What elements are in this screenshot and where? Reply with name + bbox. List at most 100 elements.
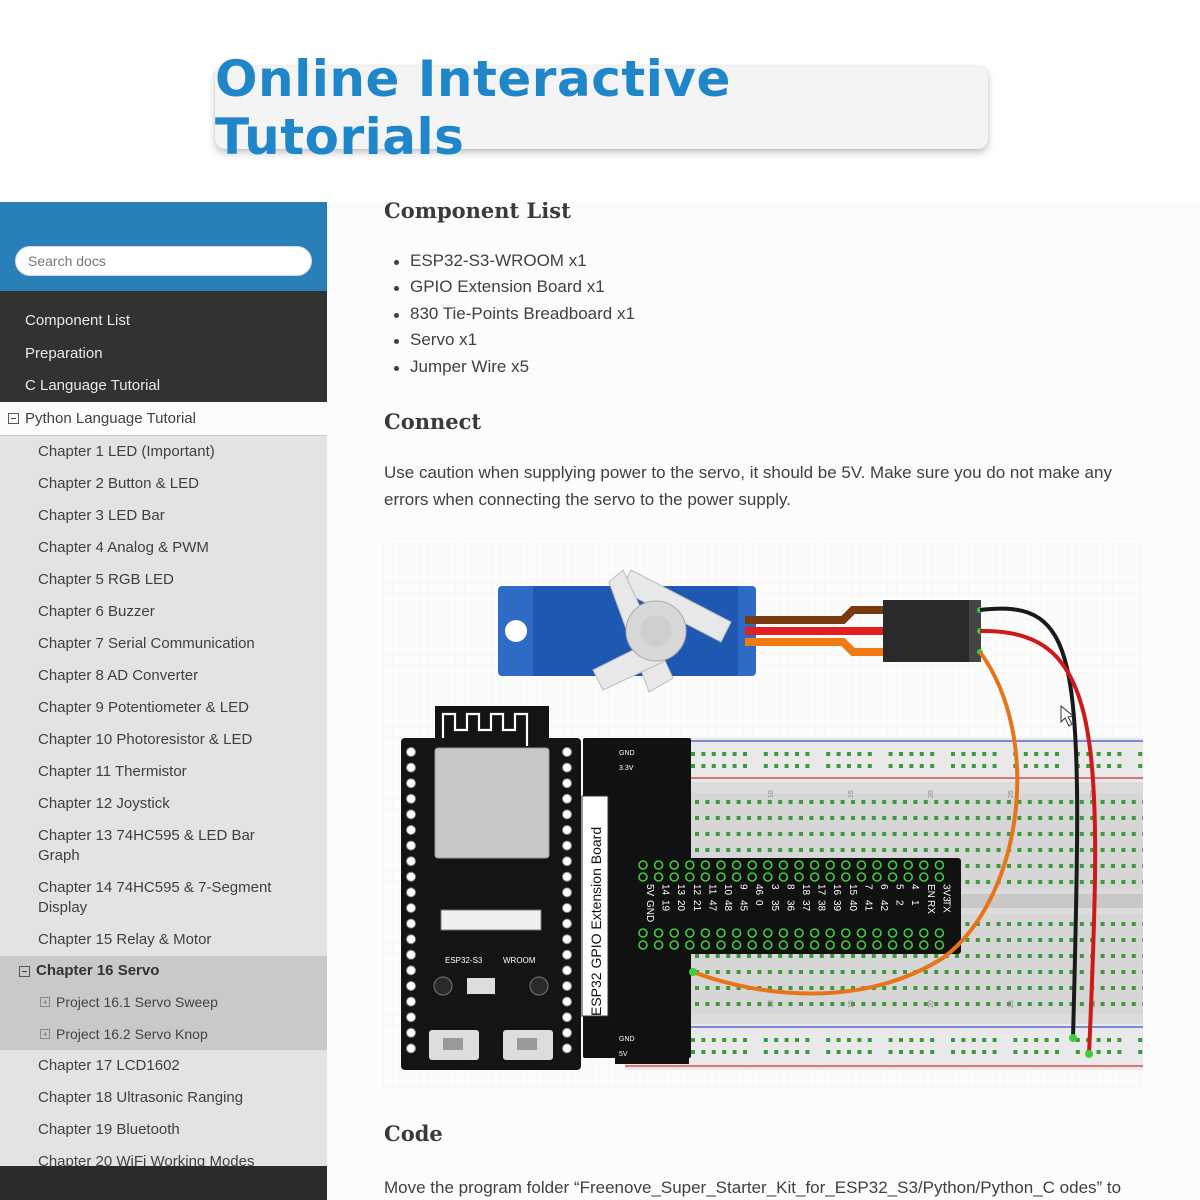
breadboard-hole	[1034, 1050, 1039, 1054]
header-pin	[903, 872, 914, 882]
breadboard-hole	[934, 832, 939, 836]
breadboard-hole	[805, 752, 810, 756]
collapse-icon[interactable]	[8, 413, 19, 424]
breadboard-hole	[1142, 848, 1143, 852]
breadboard-hole	[799, 970, 803, 974]
breadboard-hole	[1017, 800, 1022, 804]
sidebar-item-chapter[interactable]: Chapter 8 AD Converter	[38, 667, 199, 684]
sidebar-item-chapter[interactable]: Chapter 18 Ultrasonic Ranging	[38, 1089, 244, 1106]
sidebar-item-python-tutorial[interactable]: Python Language Tutorial	[0, 402, 327, 436]
collapse-icon[interactable]	[19, 965, 30, 977]
breadboard-hole	[767, 816, 772, 820]
breadboard-hole	[1048, 986, 1053, 990]
sidebar-item-chapter[interactable]: Chapter 6 Buzzer	[38, 603, 155, 620]
breadboard-hole	[965, 970, 970, 974]
breadboard-hole	[1023, 1050, 1028, 1054]
breadboard-hole	[1090, 864, 1095, 868]
sidebar-item-chapter-16[interactable]: Chapter 16 Servo	[0, 956, 327, 986]
header-pin	[794, 872, 804, 882]
breadboard-hole	[986, 970, 991, 974]
sidebar-item-chapter[interactable]: Chapter 9 Potentiometer & LED	[38, 699, 249, 716]
breadboard-hole	[1027, 880, 1032, 884]
breadboard-hole	[965, 880, 970, 884]
sidebar-item-chapter[interactable]: Chapter 13 74HC595 & LED Bar Graph	[38, 827, 255, 864]
header-pin	[684, 860, 695, 870]
sidebar-item-chapter[interactable]: Chapter 15 Relay & Motor	[38, 931, 212, 948]
breadboard-hole	[1121, 938, 1126, 942]
sidebar-item-preparation[interactable]: Preparation	[25, 344, 103, 362]
breadboard-hole	[1090, 832, 1095, 836]
breadboard-hole	[1100, 800, 1105, 804]
breadboard-hole	[892, 800, 897, 804]
breadboard-hole	[1142, 922, 1143, 926]
sidebar-item-chapter[interactable]: Chapter 4 Analog & PWM	[38, 539, 209, 556]
breadboard-hole	[1023, 1038, 1028, 1042]
sidebar-item-chapter[interactable]: Chapter 3 LED Bar	[38, 507, 165, 524]
breadboard-hole	[961, 1038, 966, 1042]
esp32-pin	[562, 1043, 572, 1054]
header-pin	[903, 940, 914, 950]
sidebar-item-chapter[interactable]: Chapter 11 Thermistor	[38, 763, 187, 780]
breadboard-hole	[809, 848, 814, 852]
breadboard-hole	[1048, 970, 1053, 974]
breadboard-hole	[930, 752, 935, 756]
sidebar-item-chapter[interactable]: Chapter 14 74HC595 & 7-Segment Display	[38, 879, 272, 916]
breadboard-hole	[1142, 954, 1143, 958]
breadboard-hole	[726, 816, 731, 820]
header-pin	[918, 928, 929, 938]
sidebar-item-chapter[interactable]: Chapter 12 Joystick	[38, 795, 170, 812]
sidebar-item-chapter[interactable]: Chapter 20 WiFi Working Modes	[38, 1153, 255, 1170]
breadboard-hole	[1017, 970, 1022, 974]
pin-label: 2	[894, 900, 905, 906]
breadboard-hole	[691, 764, 695, 768]
breadboard-hole	[965, 1002, 970, 1006]
breadboard-hole	[799, 986, 803, 990]
sidebar-item-project-16-2[interactable]: Project 16.2 Servo Knop	[0, 1018, 327, 1050]
breadboard-hole	[867, 764, 872, 768]
sidebar-item-chapter[interactable]: Chapter 7 Serial Communication	[38, 635, 255, 652]
expand-icon[interactable]	[40, 997, 50, 1007]
expand-icon[interactable]	[40, 1029, 50, 1039]
pin-label: 40	[847, 900, 858, 912]
breadboard-hole	[919, 764, 924, 768]
breadboard-hole	[892, 986, 897, 990]
sidebar-item-project-16-1[interactable]: Project 16.1 Servo Sweep	[0, 986, 327, 1018]
esp32-pin	[406, 762, 416, 773]
breadboard-hole	[705, 848, 710, 852]
breadboard-hole	[1038, 864, 1043, 868]
breadboard-hole	[955, 970, 959, 974]
breadboard-hole	[736, 986, 741, 990]
breadboard-hole	[882, 832, 887, 836]
sidebar-item-component-list[interactable]: Component List	[25, 312, 131, 329]
sidebar-item-chapter[interactable]: Chapter 2 Button & LED	[38, 475, 199, 492]
breadboard-hole	[691, 1050, 695, 1054]
search-input[interactable]	[15, 246, 312, 276]
pin-label: 3	[769, 884, 780, 890]
breadboard-hole	[788, 970, 793, 974]
sidebar-item-chapter[interactable]: Chapter 17 LCD1602	[38, 1057, 180, 1074]
sidebar-item-chapter[interactable]: Chapter 10 Photoresistor & LED	[38, 731, 253, 748]
breadboard-hole	[1138, 752, 1143, 756]
esp32-board: ESP32-S3 WROOM	[401, 706, 581, 1070]
sidebar-item-chapter[interactable]: Chapter 5 RGB LED	[38, 571, 174, 588]
breadboard-hole	[919, 752, 924, 756]
breadboard-hole	[711, 764, 716, 768]
breadboard-hole	[1121, 986, 1126, 990]
sidebar-item-label: Project 16.2 Servo Knop	[56, 1026, 208, 1042]
sidebar-item-chapter[interactable]: Chapter 19 Bluetooth	[38, 1121, 180, 1138]
breadboard-hole	[1017, 864, 1022, 868]
sidebar-item-c-language-tutorial[interactable]: C Language Tutorial	[25, 377, 161, 394]
breadboard-hole	[1055, 1038, 1059, 1042]
breadboard-hole	[1079, 800, 1084, 804]
servo-motor	[498, 569, 756, 693]
breadboard-hole	[965, 832, 970, 836]
breadboard-hole	[1059, 938, 1063, 942]
breadboard-hole	[888, 1038, 893, 1042]
breadboard-hole	[736, 832, 741, 836]
breadboard-hole	[1107, 1050, 1111, 1054]
esp32-pin	[562, 934, 572, 945]
breadboard-hole	[903, 848, 907, 852]
breadboard-hole	[715, 970, 720, 974]
sidebar-item-chapter[interactable]: Chapter 1 LED (Important)	[38, 443, 215, 460]
breadboard-hole	[826, 752, 831, 756]
